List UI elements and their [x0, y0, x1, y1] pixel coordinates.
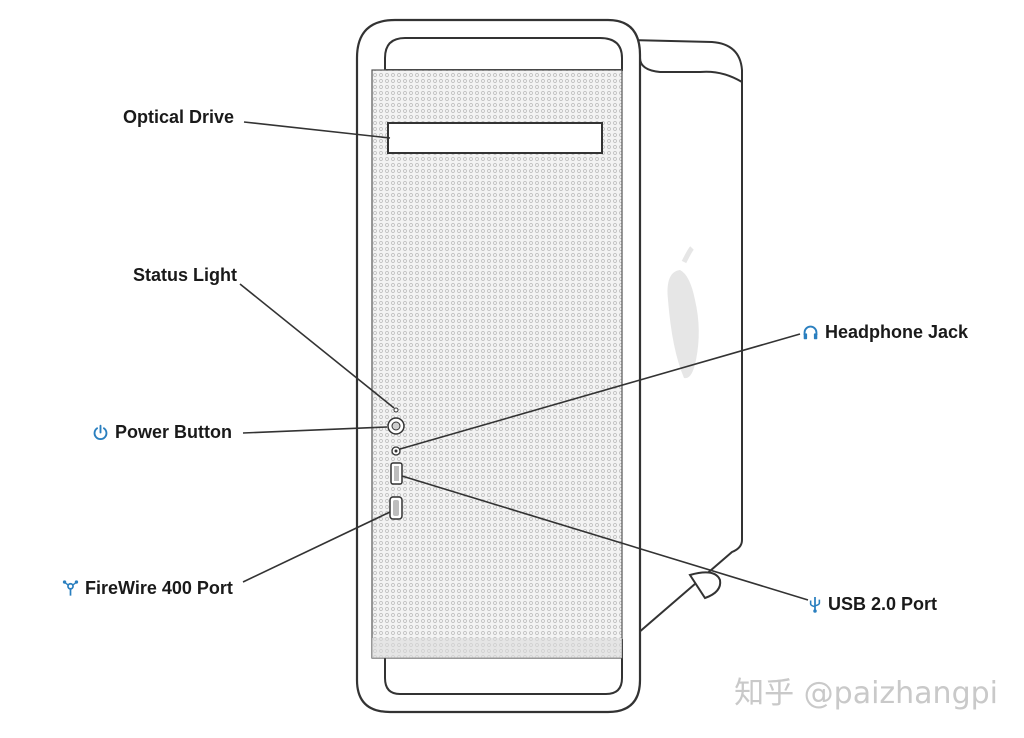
- label-firewire-port: FireWire 400 Port: [62, 577, 233, 599]
- callout-status-light: [239, 283, 395, 409]
- optical-drive-label: Optical Drive: [123, 107, 235, 127]
- rear-foot: [688, 571, 722, 600]
- power-icon: [92, 424, 109, 441]
- usb-icon: [808, 595, 822, 613]
- watermark: 知乎 @paizhangpi: [734, 676, 998, 711]
- firewire-port-label: FireWire 400 Port: [85, 578, 233, 598]
- status-light-label: Status Light: [133, 265, 237, 285]
- status-light: [393, 407, 399, 413]
- label-headphone-jack: Headphone Jack: [802, 321, 968, 343]
- label-status-light: Status Light: [133, 264, 237, 286]
- label-power-button: Power Button: [92, 421, 232, 443]
- callout-power-button: [242, 426, 388, 434]
- callout-headphone-jack: [399, 333, 801, 450]
- label-usb-port: USB 2.0 Port: [808, 593, 937, 615]
- power-button-label: Power Button: [115, 422, 232, 442]
- apple-logo: [667, 270, 699, 379]
- firewire-icon: [62, 579, 79, 597]
- headphone-icon: [802, 324, 819, 341]
- usb-port-label: USB 2.0 Port: [828, 594, 938, 614]
- label-optical-drive: Optical Drive: [123, 106, 234, 128]
- optical-drive-slot: [387, 122, 603, 154]
- callout-firewire-port: [242, 511, 391, 583]
- callout-usb-port: [401, 475, 809, 601]
- front-handle-cutout: [384, 37, 623, 71]
- callout-optical-drive: [243, 121, 391, 139]
- headphone-jack-label: Headphone Jack: [825, 322, 969, 342]
- front-mesh-panel: [371, 69, 623, 659]
